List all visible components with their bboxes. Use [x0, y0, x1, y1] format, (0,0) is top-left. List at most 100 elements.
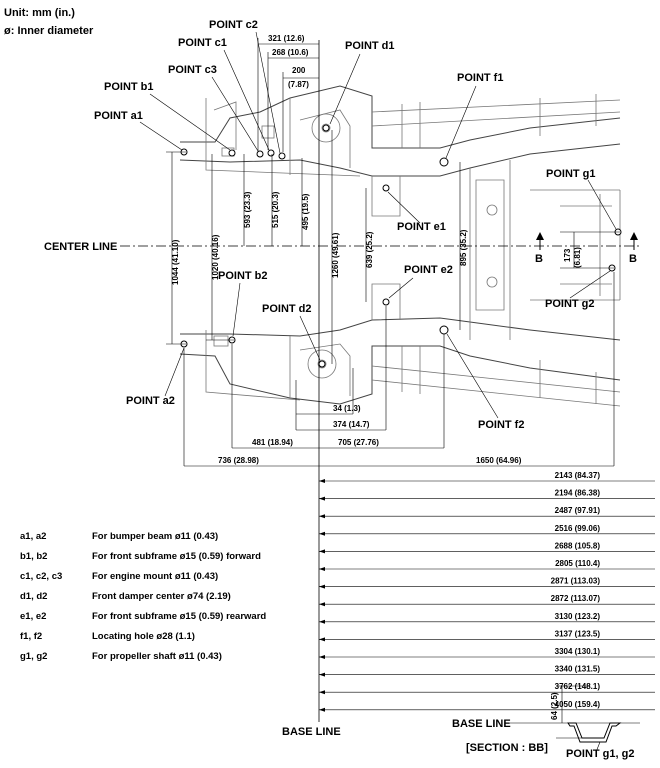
section-points-label: POINT g1, g2	[566, 748, 634, 760]
dim-200: 200	[292, 66, 306, 75]
dim-321: 321 (12.6)	[268, 34, 305, 43]
right-dim-arrow	[319, 602, 325, 607]
section-base-line-label: BASE LINE	[452, 718, 511, 730]
section-marker-right: B	[629, 232, 638, 265]
right-dim-label: 3340 (131.5)	[555, 665, 601, 674]
right-dimension-stack: 2143 (84.37)2194 (86.38)2487 (97.91)2516…	[319, 471, 655, 712]
point-b2-label: POINT b2	[218, 270, 268, 282]
dim-1650: 1650 (64.96)	[476, 456, 522, 465]
dim-1044: 1044 (41.10)	[171, 239, 180, 285]
dim-173: 173	[563, 248, 572, 262]
dim-639: 639 (25.2)	[365, 231, 374, 268]
dim-895: 895 (35.2)	[459, 229, 468, 266]
section-bb-title: [SECTION : BB]	[466, 742, 548, 754]
vertical-dimension-lines	[166, 130, 620, 364]
base-line-label: BASE LINE	[282, 726, 341, 738]
right-dim-arrow	[319, 567, 325, 571]
legend-code: g1, g2	[20, 651, 47, 662]
svg-text:B: B	[535, 253, 543, 265]
legend-code: c1, c2, c3	[20, 571, 62, 582]
point-e1-hole	[382, 184, 390, 192]
legend-code: a1, a2	[20, 531, 46, 542]
legend-desc: Locating hole ø28 (1.1)	[92, 631, 195, 642]
point-f1-label: POINT f1	[457, 72, 503, 84]
legend: a1, a2 For bumper beam ø11 (0.43) b1, b2…	[20, 531, 266, 662]
point-e2-label: POINT e2	[404, 264, 453, 276]
cross-members	[469, 160, 621, 340]
section-bb-detail	[510, 685, 640, 753]
right-dim-label: 2194 (86.38)	[555, 489, 601, 498]
unit-note: Unit: mm (in.)	[4, 7, 75, 19]
legend-desc: For front subframe ø15 (0.59) forward	[92, 551, 261, 562]
legend-desc: For propeller shaft ø11 (0.43)	[92, 651, 222, 662]
legend-code: e1, e2	[20, 611, 46, 622]
dim-1020: 1020 (40.16)	[211, 234, 220, 280]
point-e2-hole	[382, 298, 390, 306]
legend-code: b1, b2	[20, 551, 47, 562]
right-dim-arrow	[319, 496, 325, 501]
right-dim-arrow	[319, 655, 325, 659]
right-dim-label: 2805 (110.4)	[555, 559, 600, 568]
dim-173-in: (6.81)	[573, 247, 582, 268]
dim-515: 515 (20.3)	[271, 191, 280, 228]
point-c3-label: POINT c3	[168, 64, 217, 76]
point-f2-label: POINT f2	[478, 419, 524, 431]
legend-code: f1, f2	[20, 631, 42, 642]
right-dim-arrow	[319, 514, 325, 519]
dim-705: 705 (27.76)	[338, 438, 379, 447]
right-dim-arrow	[319, 690, 325, 695]
dim-34: 34 (1.3)	[333, 404, 361, 413]
point-a1-label: POINT a1	[94, 110, 143, 122]
dim-200-in: (7.87)	[288, 80, 309, 89]
dim-374: 374 (14.7)	[333, 420, 370, 429]
dim-481: 481 (18.94)	[252, 438, 293, 447]
point-f1-hole	[439, 157, 449, 167]
right-dim-arrow	[319, 479, 325, 483]
point-c1-hole	[267, 149, 275, 157]
right-dim-label: 2143 (84.37)	[555, 471, 601, 480]
legend-desc: For engine mount ø11 (0.43)	[92, 571, 218, 582]
right-dim-arrow	[319, 637, 325, 642]
point-d1-hole	[322, 124, 330, 132]
right-dim-arrow	[319, 672, 325, 677]
dim-268: 268 (10.6)	[272, 48, 309, 57]
right-dim-label: 4050 (159.4)	[555, 700, 601, 709]
right-dim-label: 3304 (130.1)	[555, 647, 601, 656]
damper-tower-upper	[311, 113, 341, 143]
right-dim-label: 2487 (97.91)	[555, 506, 601, 515]
point-b1-label: POINT b1	[104, 81, 154, 93]
point-c1-label: POINT c1	[178, 37, 227, 49]
right-dim-label: 2872 (113.07)	[551, 594, 601, 603]
right-dim-arrow	[319, 549, 325, 554]
point-d2-hole	[318, 360, 326, 368]
legend-desc: For front subframe ø15 (0.59) rearward	[92, 611, 266, 622]
point-e1-label: POINT e1	[397, 221, 446, 233]
point-g2-label: POINT g2	[545, 298, 595, 310]
legend-desc: For bumper beam ø11 (0.43)	[92, 531, 218, 542]
section-marker-left: B	[535, 232, 544, 265]
svg-text:B: B	[629, 253, 637, 265]
top-dimension-lines	[257, 38, 319, 152]
dim-736: 736 (28.98)	[218, 456, 259, 465]
right-dim-label: 3762 (148.1)	[555, 682, 601, 691]
point-f2-hole	[439, 325, 449, 335]
point-d2-label: POINT d2	[262, 303, 312, 315]
legend-desc: Front damper center ø74 (2.19)	[92, 591, 231, 602]
inner-diameter-note: ø: Inner diameter	[4, 25, 94, 37]
point-c3-hole	[256, 150, 264, 158]
right-dim-label: 2871 (113.03)	[551, 577, 601, 586]
legend-code: d1, d2	[20, 591, 47, 602]
point-c2-hole	[278, 152, 286, 160]
right-dim-label: 3130 (123.2)	[555, 612, 601, 621]
point-b1-hole	[228, 149, 236, 157]
dim-495: 495 (19.5)	[301, 193, 310, 230]
point-c2-label: POINT c2	[209, 19, 258, 31]
section-height-dim: 64 (2.5)	[550, 692, 559, 720]
point-a2-label: POINT a2	[126, 395, 175, 407]
horizontal-dimension-lines	[183, 272, 615, 467]
right-dim-label: 2688 (105.8)	[555, 541, 601, 550]
center-line-label: CENTER LINE	[44, 241, 117, 253]
right-dim-arrow	[319, 531, 325, 536]
point-d1-label: POINT d1	[345, 40, 395, 52]
